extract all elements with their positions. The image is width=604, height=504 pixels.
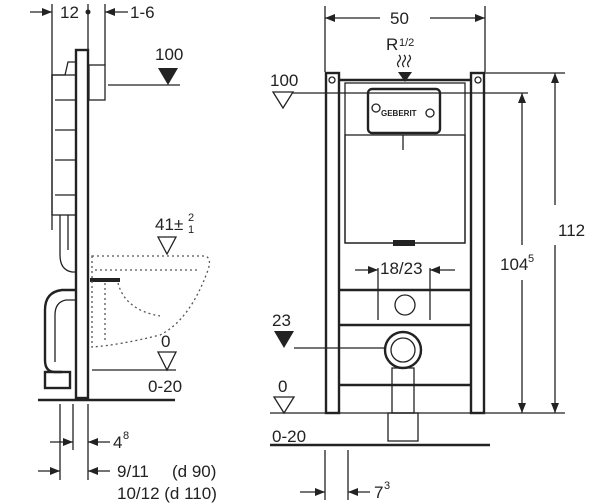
fixing-bolt xyxy=(90,278,120,282)
level-marker-open-icon xyxy=(271,91,295,110)
level-marker-open-icon xyxy=(272,396,296,415)
brand-logo: GEBERIT xyxy=(381,109,417,118)
water-arrow-icon xyxy=(398,72,412,82)
inner-height-label: 104 xyxy=(500,255,528,274)
level-marker-open-icon xyxy=(156,236,178,256)
frame-post-left xyxy=(324,71,341,415)
dim-4-8-label: 4 xyxy=(113,433,122,452)
cistern-body xyxy=(51,74,77,216)
frame-post-right xyxy=(469,71,486,415)
dim-point xyxy=(85,9,91,15)
flush-outlet xyxy=(393,240,415,246)
flush-pipe xyxy=(59,215,76,273)
front-view: 50 R 1/2 GEBERIT 18/23 xyxy=(270,6,585,502)
drain-connector xyxy=(43,370,72,390)
dim-9-11-note: (d 90) xyxy=(172,462,216,481)
water-connection-fraction: 1/2 xyxy=(399,37,414,49)
cistern-top xyxy=(51,61,77,80)
level-marker-open-icon xyxy=(156,351,178,372)
dim-12-label: 12 xyxy=(60,3,79,22)
foot-width-label: 7 xyxy=(374,483,383,502)
foot-width-sup: 3 xyxy=(384,480,390,492)
cistern-lower xyxy=(344,134,466,244)
side-view: 12 1-6 100 41 ± 2 1 0 0- xyxy=(30,3,217,503)
mount-hole xyxy=(474,76,482,84)
floor-level-label: 0 xyxy=(278,377,287,396)
dim-1-6-label: 1-6 xyxy=(130,3,155,22)
drain-pipe-inner xyxy=(390,337,416,363)
toilet-bowl-line xyxy=(117,282,161,317)
plus-minus-sign: ± xyxy=(174,215,183,234)
inner-height-sup: 5 xyxy=(528,253,534,265)
flush-height-label: 100 xyxy=(270,71,298,90)
flush-plate-side xyxy=(88,64,106,101)
dim-10-12-label: 10/12 (d 110) xyxy=(117,484,217,503)
fixing-spacing-label: 18/23 xyxy=(380,259,423,278)
drain-pipe-end xyxy=(387,412,419,442)
drain-height-label: 23 xyxy=(272,311,291,330)
dim-9-11-label: 9/11 xyxy=(117,462,149,481)
floor-level-label: 0 xyxy=(161,332,170,351)
floor-range-label: 0-20 xyxy=(272,427,306,446)
level-marker-filled-icon xyxy=(158,68,178,85)
level-marker-filled-icon xyxy=(274,331,294,348)
flush-connector xyxy=(394,294,416,316)
dim-4-8-sup: 8 xyxy=(123,430,129,442)
total-height-label: 112 xyxy=(558,221,585,240)
cistern xyxy=(344,82,466,244)
flush-plate xyxy=(366,87,442,135)
drain-bend-inner xyxy=(54,299,76,362)
mount-hole xyxy=(328,76,336,84)
floor-range-label: 0-20 xyxy=(148,377,182,396)
plate-button xyxy=(371,103,381,113)
flush-height-label: 100 xyxy=(155,45,183,64)
drain-pipe-down xyxy=(391,367,415,414)
water-connection-label: R xyxy=(386,35,398,54)
width-label: 50 xyxy=(390,9,409,28)
seat-tolerance-upper: 2 xyxy=(188,212,194,224)
frame-post xyxy=(74,48,90,400)
plate-button xyxy=(425,108,435,118)
seat-height-label: 41 xyxy=(155,215,174,234)
seat-tolerance-lower: 1 xyxy=(188,224,194,236)
water-supply-icon xyxy=(396,54,412,68)
